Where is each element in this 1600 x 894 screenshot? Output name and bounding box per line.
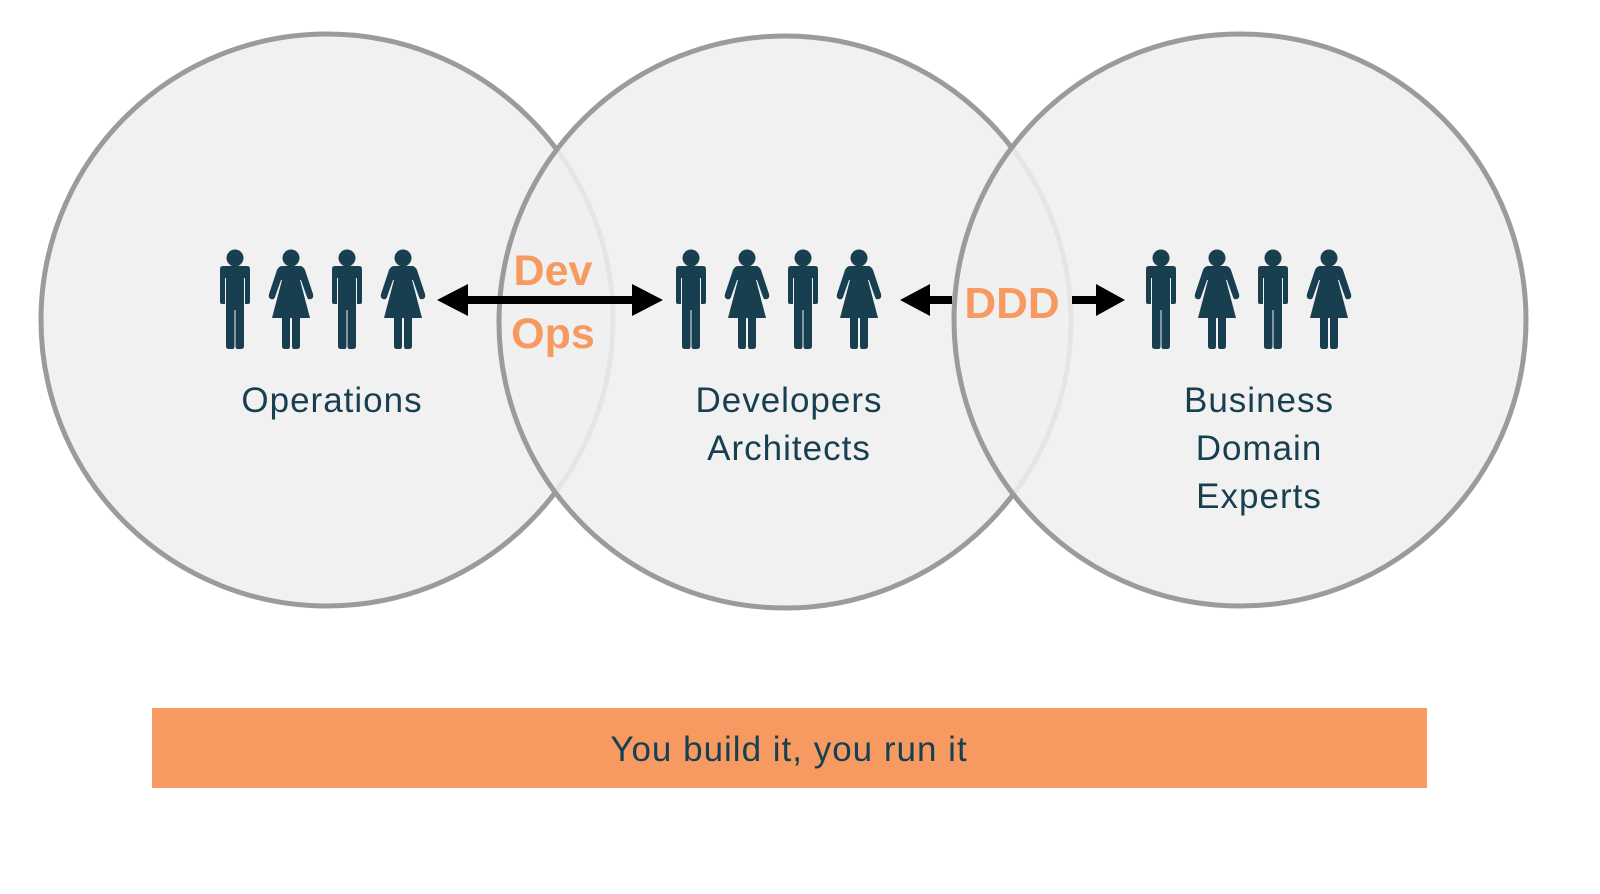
business-label: Business <box>1184 381 1334 420</box>
ddd-label: DDD <box>964 279 1059 328</box>
banner-background <box>152 708 1427 788</box>
architects-label: Architects <box>707 429 871 468</box>
devops-label-ops: Ops <box>511 310 595 358</box>
developers-label: Developers <box>695 381 882 420</box>
ddd-right-arrow-icon <box>1072 284 1125 316</box>
operations-label: Operations <box>241 381 422 420</box>
ddd-left-arrow-icon <box>900 284 952 316</box>
devops-arrow-icon <box>437 284 663 316</box>
circles <box>38 31 1529 611</box>
banner: You build it, you run it <box>152 708 1427 788</box>
experts-label: Experts <box>1196 477 1322 516</box>
devops-label-dev: Dev <box>514 247 593 295</box>
business-circle <box>951 31 1529 609</box>
banner-text: You build it, you run it <box>610 730 967 769</box>
domain-label: Domain <box>1196 429 1323 468</box>
